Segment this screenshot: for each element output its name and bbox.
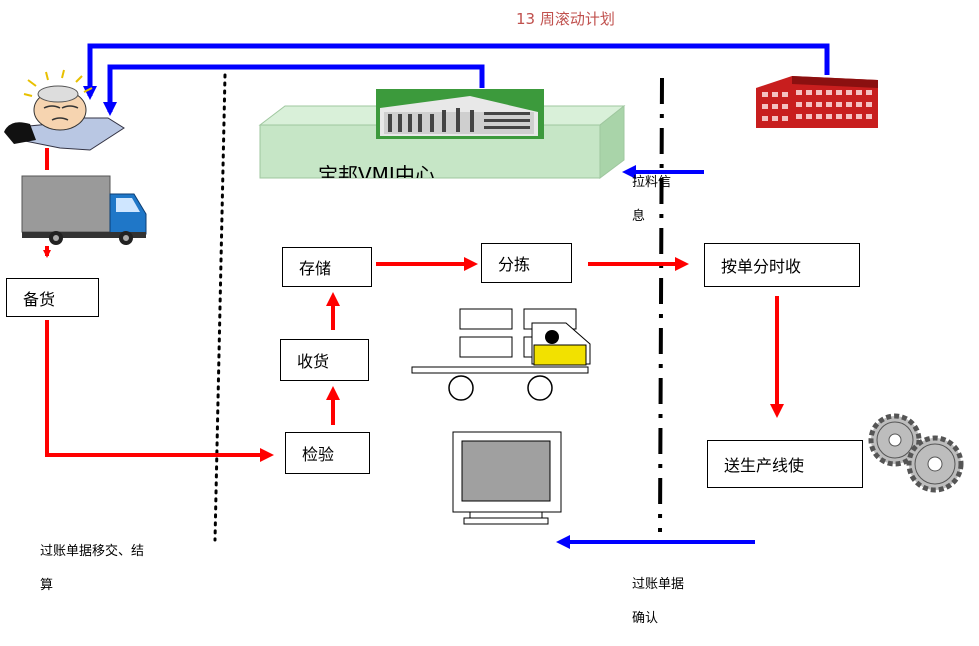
- inspection-box: 检验: [285, 432, 370, 474]
- order-receive-label: 按单分时收: [721, 257, 802, 276]
- posting-confirm-line2: 确认: [632, 611, 659, 626]
- posting-transfer-note: 过账单据移交、结 算: [40, 535, 144, 603]
- storage-label: 存储: [299, 259, 332, 278]
- vmi-center-label: 宝邦VMI中心: [318, 163, 435, 178]
- sorting-box: 分拣: [481, 243, 572, 283]
- warehouse-building-icon: [376, 89, 544, 139]
- pull-info-line1: 拉料信: [632, 175, 672, 190]
- stock-prep-box: 备货: [6, 278, 99, 317]
- dotted-divider: [213, 73, 227, 542]
- computer-monitor-icon: [452, 431, 562, 525]
- receiving-label: 收货: [297, 352, 330, 371]
- receiving-box: 收货: [280, 339, 369, 381]
- pull-info-note: 拉料信 息: [632, 166, 671, 234]
- stock-to-inspection-arrow: [45, 320, 274, 462]
- sorting-label: 分拣: [498, 255, 531, 274]
- posting-transfer-line2: 算: [40, 578, 54, 593]
- dash-dot-divider: [658, 77, 664, 533]
- posting-confirm-note: 过账单据 确认: [632, 568, 684, 636]
- worried-person-icon: [4, 69, 125, 151]
- inspection-label: 检验: [302, 445, 335, 464]
- forklift-icon: [411, 308, 591, 401]
- deliver-line-label: 送生产线使: [724, 456, 805, 475]
- posting-confirm-line1: 过账单据: [632, 577, 685, 592]
- order-receive-box: 按单分时收: [704, 243, 860, 287]
- diagram-title: 13 周滚动计划: [516, 10, 615, 28]
- planning-arrow-inner: [103, 64, 485, 116]
- delivery-truck-icon: [21, 175, 147, 245]
- stock-prep-label: 备货: [23, 289, 56, 309]
- factory-building-icon: [756, 76, 878, 128]
- posting-transfer-line1: 过账单据移交、结: [40, 544, 145, 559]
- storage-box: 存储: [282, 247, 372, 287]
- gears-icon: [868, 413, 964, 493]
- planning-arrow-outer: [83, 43, 830, 100]
- pull-info-line2: 息: [632, 209, 646, 224]
- deliver-line-box: 送生产线使: [707, 440, 863, 488]
